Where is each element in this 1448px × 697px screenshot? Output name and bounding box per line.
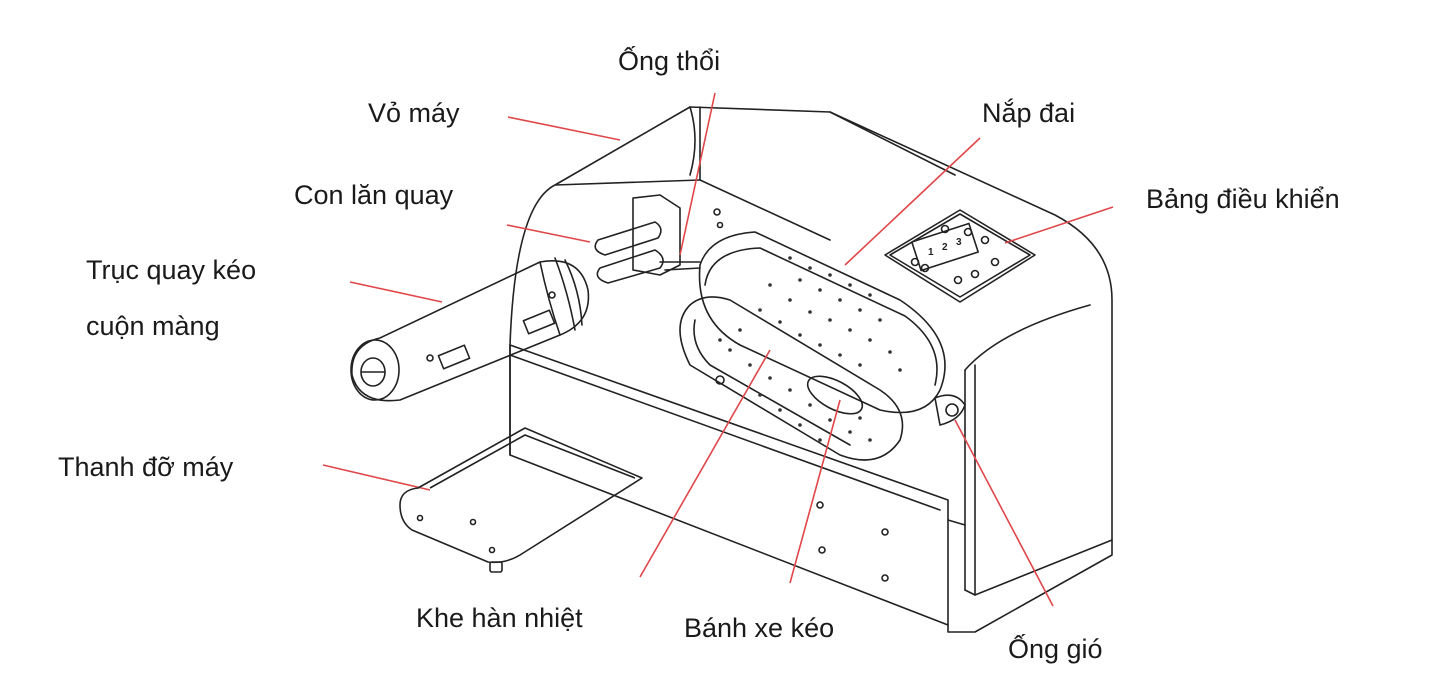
control-panel-frame [884, 209, 1036, 303]
housing-shell [509, 106, 1113, 633]
label-ong-gio: Ống gió [1008, 634, 1103, 664]
weld-belt [679, 296, 904, 461]
leader-banh-xe-keo [789, 399, 841, 584]
film-shaft [351, 260, 590, 402]
leader-nap-dai [844, 137, 981, 266]
label-thanh-do-may: Thanh đỡ máy [58, 452, 234, 482]
panel-digit-1: 1 [928, 247, 934, 258]
base-box [509, 344, 949, 626]
leader-con-lan-quay [506, 224, 591, 243]
leader-khe-han-nhiet [639, 349, 771, 578]
support-plate [399, 427, 643, 564]
label-bang-dieu-khien: Bảng điều khiển [1146, 184, 1340, 214]
leader-vo-may [507, 116, 621, 141]
label-ong-thoi: Ống thổi [618, 46, 721, 76]
panel-display: 1 2 3 [928, 237, 962, 258]
leader-ong-gio [954, 419, 1054, 607]
label-khe-han-nhiet: Khe hàn nhiệt [416, 603, 583, 633]
leader-truc-quay [349, 281, 443, 303]
leader-ong-thoi [679, 92, 716, 256]
panel-digit-3: 3 [956, 237, 962, 248]
belt-cover [698, 231, 946, 414]
label-truc-quay-line2: cuộn màng [86, 311, 220, 341]
label-nap-dai: Nắp đai [982, 98, 1076, 128]
leader-thanh-do-may [322, 464, 431, 491]
label-truc-quay-line1: Trục quay kéo [86, 255, 257, 285]
leader-bang-dieu-khien [1004, 206, 1114, 244]
label-banh-xe-keo: Bánh xe kéo [684, 613, 835, 643]
panel-digit-2: 2 [942, 242, 948, 253]
label-con-lan-quay: Con lăn quay [294, 180, 454, 210]
label-vo-may: Vỏ máy [368, 98, 460, 128]
